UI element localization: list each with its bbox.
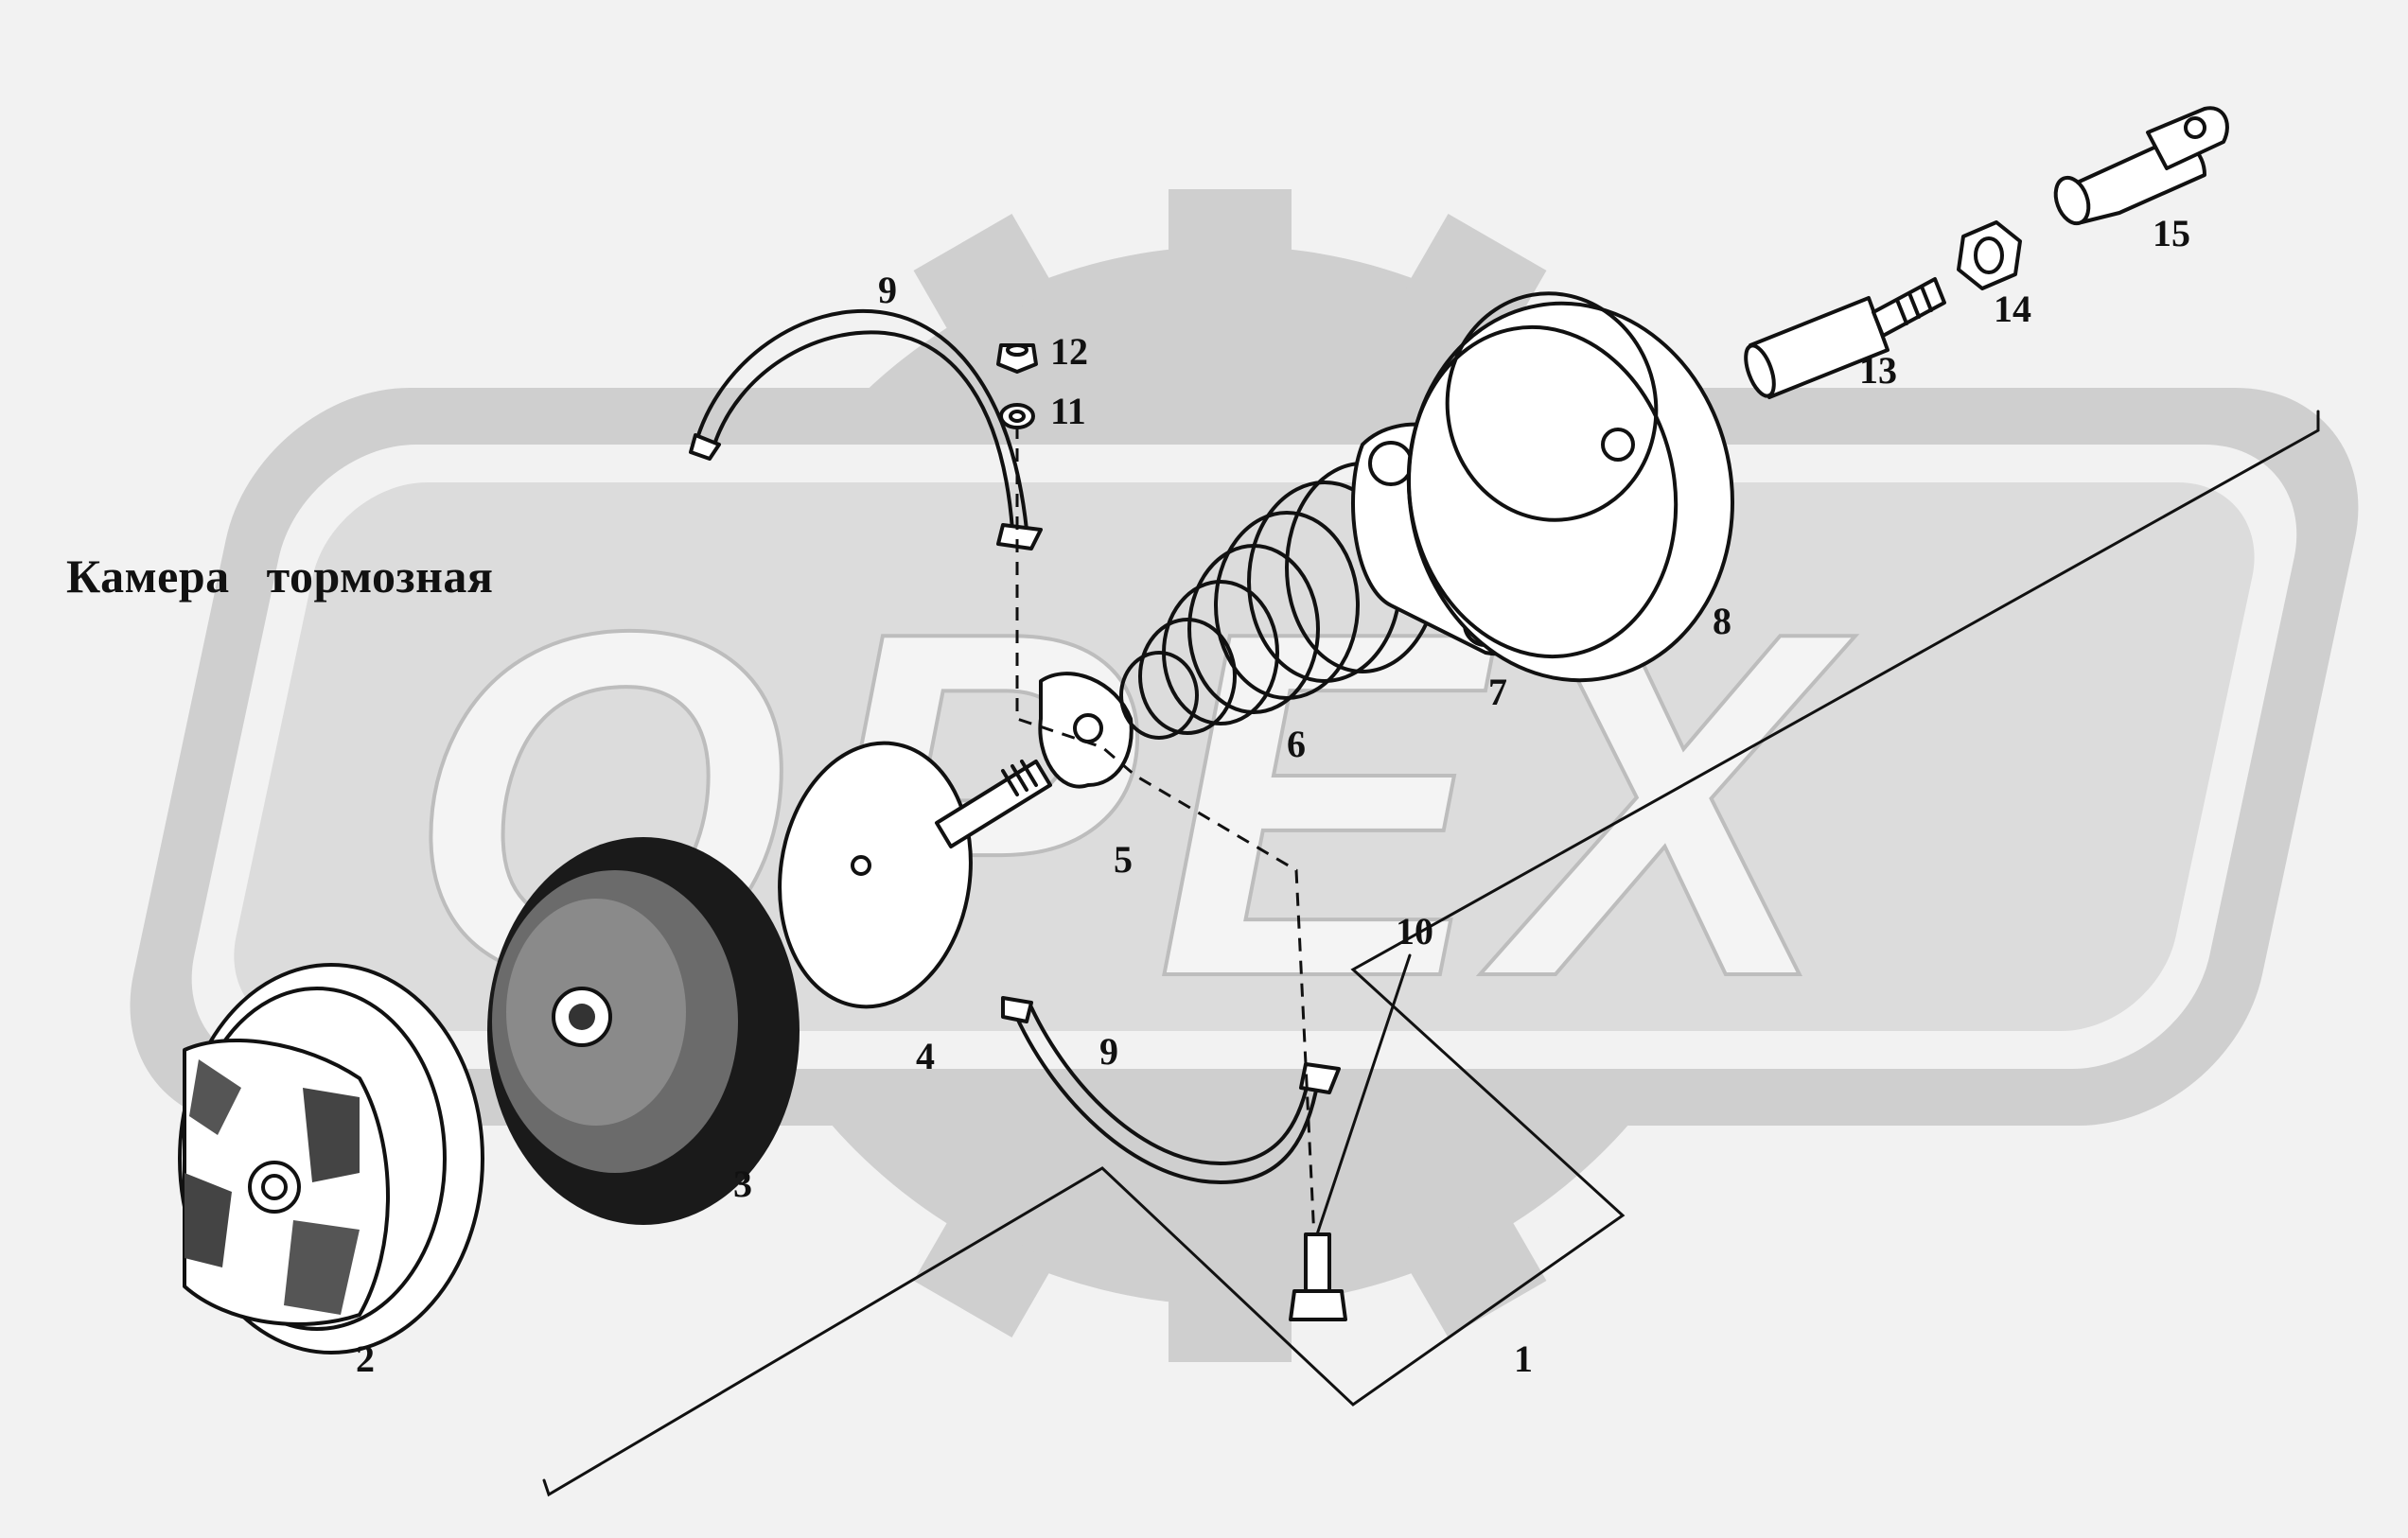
label-1: 1 [1514,1337,1533,1380]
label-4: 4 [916,1035,935,1077]
label-3: 3 [733,1162,752,1205]
push-plate-drawing [778,741,1052,1009]
assembly-bracket [542,410,2320,1497]
nut-drawing [1957,220,2022,290]
label-13: 13 [1859,349,1897,392]
washer-drawing [999,403,1035,429]
label-15: 15 [2153,212,2190,254]
threaded-sleeve-drawing [1744,277,1946,399]
label-7: 7 [1488,671,1507,713]
clamp-upper-drawing [689,308,1043,551]
bolt-drawing [1289,953,1412,1321]
label-8: 8 [1713,600,1731,642]
label-2: 2 [356,1337,375,1380]
label-6: 6 [1287,723,1306,765]
label-5: 5 [1114,838,1133,881]
diagram-title: Камера тормозная [66,550,494,603]
label-10: 10 [1396,910,1433,953]
nut-small-drawing [996,343,1038,374]
label-12: 12 [1050,330,1088,373]
rear-cover-drawing [178,963,484,1354]
label-11: 11 [1050,390,1086,432]
part-labels: 1 2 3 4 5 6 7 8 9 9 10 11 12 13 14 15 [356,212,2190,1380]
diaphragm-drawing [487,837,800,1225]
label-9a: 9 [878,269,897,311]
front-housing-drawing [1406,291,1734,683]
fork-drawing [2053,106,2229,226]
clamp-lower-drawing [1001,996,1341,1184]
label-9b: 9 [1099,1030,1118,1073]
label-14: 14 [1994,288,2031,330]
